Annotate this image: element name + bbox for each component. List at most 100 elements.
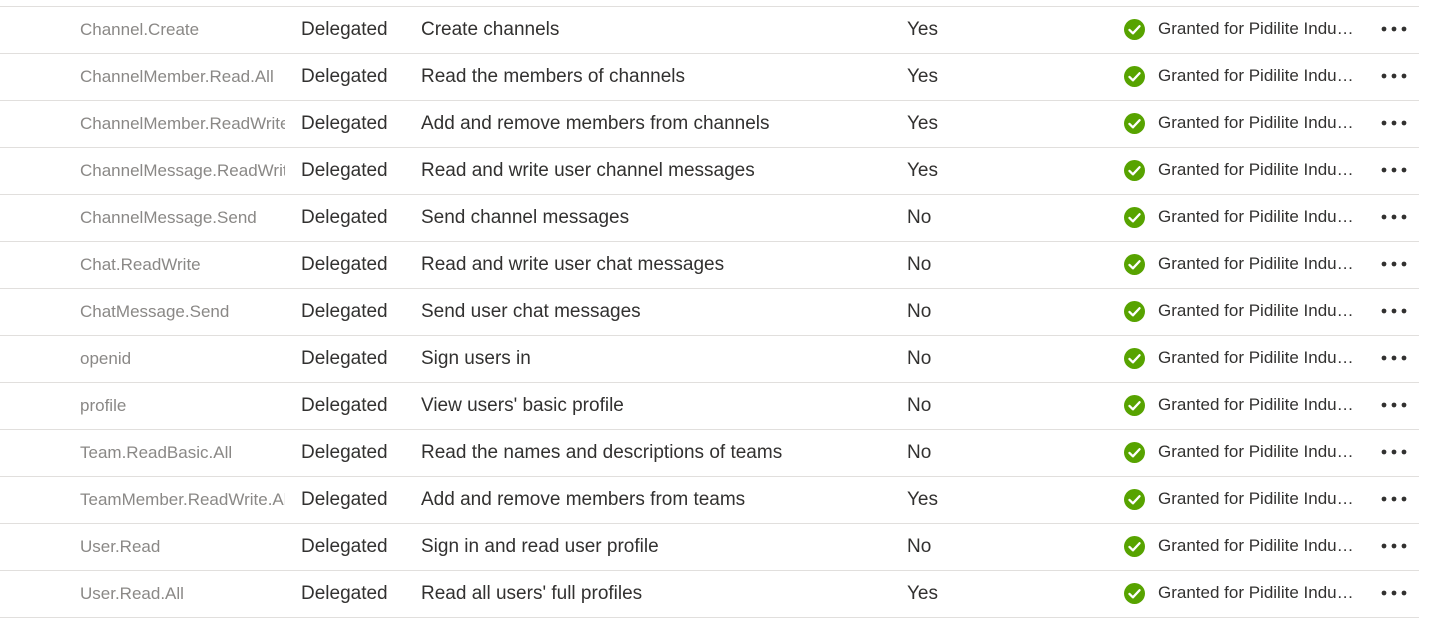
permission-description: Sign users in [421, 348, 531, 369]
more-options-button[interactable] [1374, 242, 1414, 288]
checkmark-circle-icon [1124, 536, 1145, 557]
consent-status: Granted for Pidilite Industries [1124, 383, 1364, 429]
consent-status: Granted for Pidilite Industries [1124, 195, 1364, 241]
checkmark-circle-icon [1124, 207, 1145, 228]
consent-status: Granted for Pidilite Industries [1124, 336, 1364, 382]
table-row[interactable]: ChannelMember.Read.All Delegated Read th… [0, 54, 1419, 101]
more-options-button[interactable] [1374, 289, 1414, 335]
more-options-button[interactable] [1374, 383, 1414, 429]
table-row[interactable]: openid Delegated Sign users in No Grante… [0, 336, 1419, 383]
permission-type: Delegated [301, 301, 388, 322]
admin-consent-required: Yes [907, 113, 938, 134]
permission-description: Read and write user channel messages [421, 160, 755, 181]
more-horizontal-icon [1381, 496, 1407, 502]
more-options-button[interactable] [1374, 430, 1414, 476]
permission-description: Send user chat messages [421, 301, 641, 322]
checkmark-circle-icon [1124, 348, 1145, 369]
more-horizontal-icon [1381, 120, 1407, 126]
checkmark-circle-icon [1124, 160, 1145, 181]
permission-name[interactable]: openid [80, 349, 132, 368]
more-horizontal-icon [1381, 214, 1407, 220]
more-options-button[interactable] [1374, 571, 1414, 617]
permission-name[interactable]: profile [80, 396, 127, 415]
permission-type: Delegated [301, 160, 388, 181]
more-options-button[interactable] [1374, 148, 1414, 194]
consent-status: Granted for Pidilite Industries [1124, 571, 1364, 617]
permission-name[interactable]: TeamMember.ReadWrite.All [80, 490, 285, 509]
permission-name[interactable]: ChannelMember.ReadWrite.All [80, 114, 285, 133]
permission-description: View users' basic profile [421, 395, 624, 416]
table-row[interactable]: profile Delegated View users' basic prof… [0, 383, 1419, 430]
status-text: Granted for Pidilite Industries [1158, 395, 1362, 414]
permission-description: Create channels [421, 19, 560, 40]
admin-consent-required: Yes [907, 583, 938, 604]
table-row[interactable]: ChannelMessage.ReadWrite Delegated Read … [0, 148, 1419, 195]
admin-consent-required: No [907, 254, 932, 275]
admin-consent-required: No [907, 442, 932, 463]
status-text: Granted for Pidilite Industries [1158, 301, 1362, 320]
permission-name[interactable]: Channel.Create [80, 20, 200, 39]
permission-description: Read the names and descriptions of teams [421, 442, 783, 463]
status-text: Granted for Pidilite Industries [1158, 536, 1362, 555]
permission-description: Add and remove members from channels [421, 113, 770, 134]
permission-name[interactable]: ChatMessage.Send [80, 302, 230, 321]
consent-status: Granted for Pidilite Industries [1124, 148, 1364, 194]
permission-type: Delegated [301, 583, 388, 604]
permission-name[interactable]: ChannelMessage.Send [80, 208, 257, 227]
status-text: Granted for Pidilite Industries [1158, 489, 1362, 508]
more-options-button[interactable] [1374, 7, 1414, 53]
permission-name[interactable]: ChannelMessage.ReadWrite [80, 161, 285, 180]
status-text: Granted for Pidilite Industries [1158, 254, 1362, 273]
more-horizontal-icon [1381, 261, 1407, 267]
more-options-button[interactable] [1374, 336, 1414, 382]
consent-status: Granted for Pidilite Industries [1124, 242, 1364, 288]
table-row[interactable]: ChatMessage.Send Delegated Send user cha… [0, 289, 1419, 336]
permission-description: Send channel messages [421, 207, 630, 228]
permission-description: Add and remove members from teams [421, 489, 746, 510]
consent-status: Granted for Pidilite Industries [1124, 430, 1364, 476]
permission-name[interactable]: Chat.ReadWrite [80, 255, 201, 274]
permission-type: Delegated [301, 442, 388, 463]
permission-type: Delegated [301, 113, 388, 134]
more-horizontal-icon [1381, 26, 1407, 32]
permission-name[interactable]: User.Read [80, 537, 161, 556]
status-text: Granted for Pidilite Industries [1158, 583, 1362, 602]
consent-status: Granted for Pidilite Industries [1124, 101, 1364, 147]
consent-status: Granted for Pidilite Industries [1124, 524, 1364, 570]
more-options-button[interactable] [1374, 101, 1414, 147]
more-options-button[interactable] [1374, 195, 1414, 241]
more-options-button[interactable] [1374, 477, 1414, 523]
permission-name[interactable]: ChannelMember.Read.All [80, 67, 274, 86]
more-horizontal-icon [1381, 73, 1407, 79]
admin-consent-required: No [907, 348, 932, 369]
more-options-button[interactable] [1374, 524, 1414, 570]
admin-consent-required: No [907, 536, 932, 557]
checkmark-circle-icon [1124, 66, 1145, 87]
consent-status: Granted for Pidilite Industries [1124, 289, 1364, 335]
checkmark-circle-icon [1124, 489, 1145, 510]
permission-description: Read the members of channels [421, 66, 686, 87]
table-row[interactable]: User.Read.All Delegated Read all users' … [0, 571, 1419, 618]
admin-consent-required: No [907, 301, 932, 322]
table-row[interactable]: ChannelMember.ReadWrite.All Delegated Ad… [0, 101, 1419, 148]
checkmark-circle-icon [1124, 301, 1145, 322]
more-horizontal-icon [1381, 543, 1407, 549]
consent-status: Granted for Pidilite Industries [1124, 7, 1364, 53]
table-row[interactable]: Team.ReadBasic.All Delegated Read the na… [0, 430, 1419, 477]
status-text: Granted for Pidilite Industries [1158, 113, 1362, 132]
table-row[interactable]: Chat.ReadWrite Delegated Read and write … [0, 242, 1419, 289]
permission-type: Delegated [301, 19, 388, 40]
more-options-button[interactable] [1374, 54, 1414, 100]
table-row[interactable]: Channel.Create Delegated Create channels… [0, 7, 1419, 54]
permission-name[interactable]: Team.ReadBasic.All [80, 443, 233, 462]
permission-type: Delegated [301, 395, 388, 416]
status-text: Granted for Pidilite Industries [1158, 348, 1362, 367]
admin-consent-required: Yes [907, 19, 938, 40]
permissions-table: Channel.Create Delegated Create channels… [0, 6, 1419, 618]
table-row[interactable]: ChannelMessage.Send Delegated Send chann… [0, 195, 1419, 242]
permission-name[interactable]: User.Read.All [80, 584, 184, 603]
status-text: Granted for Pidilite Industries [1158, 19, 1362, 38]
checkmark-circle-icon [1124, 395, 1145, 416]
table-row[interactable]: User.Read Delegated Sign in and read use… [0, 524, 1419, 571]
table-row[interactable]: TeamMember.ReadWrite.All Delegated Add a… [0, 477, 1419, 524]
